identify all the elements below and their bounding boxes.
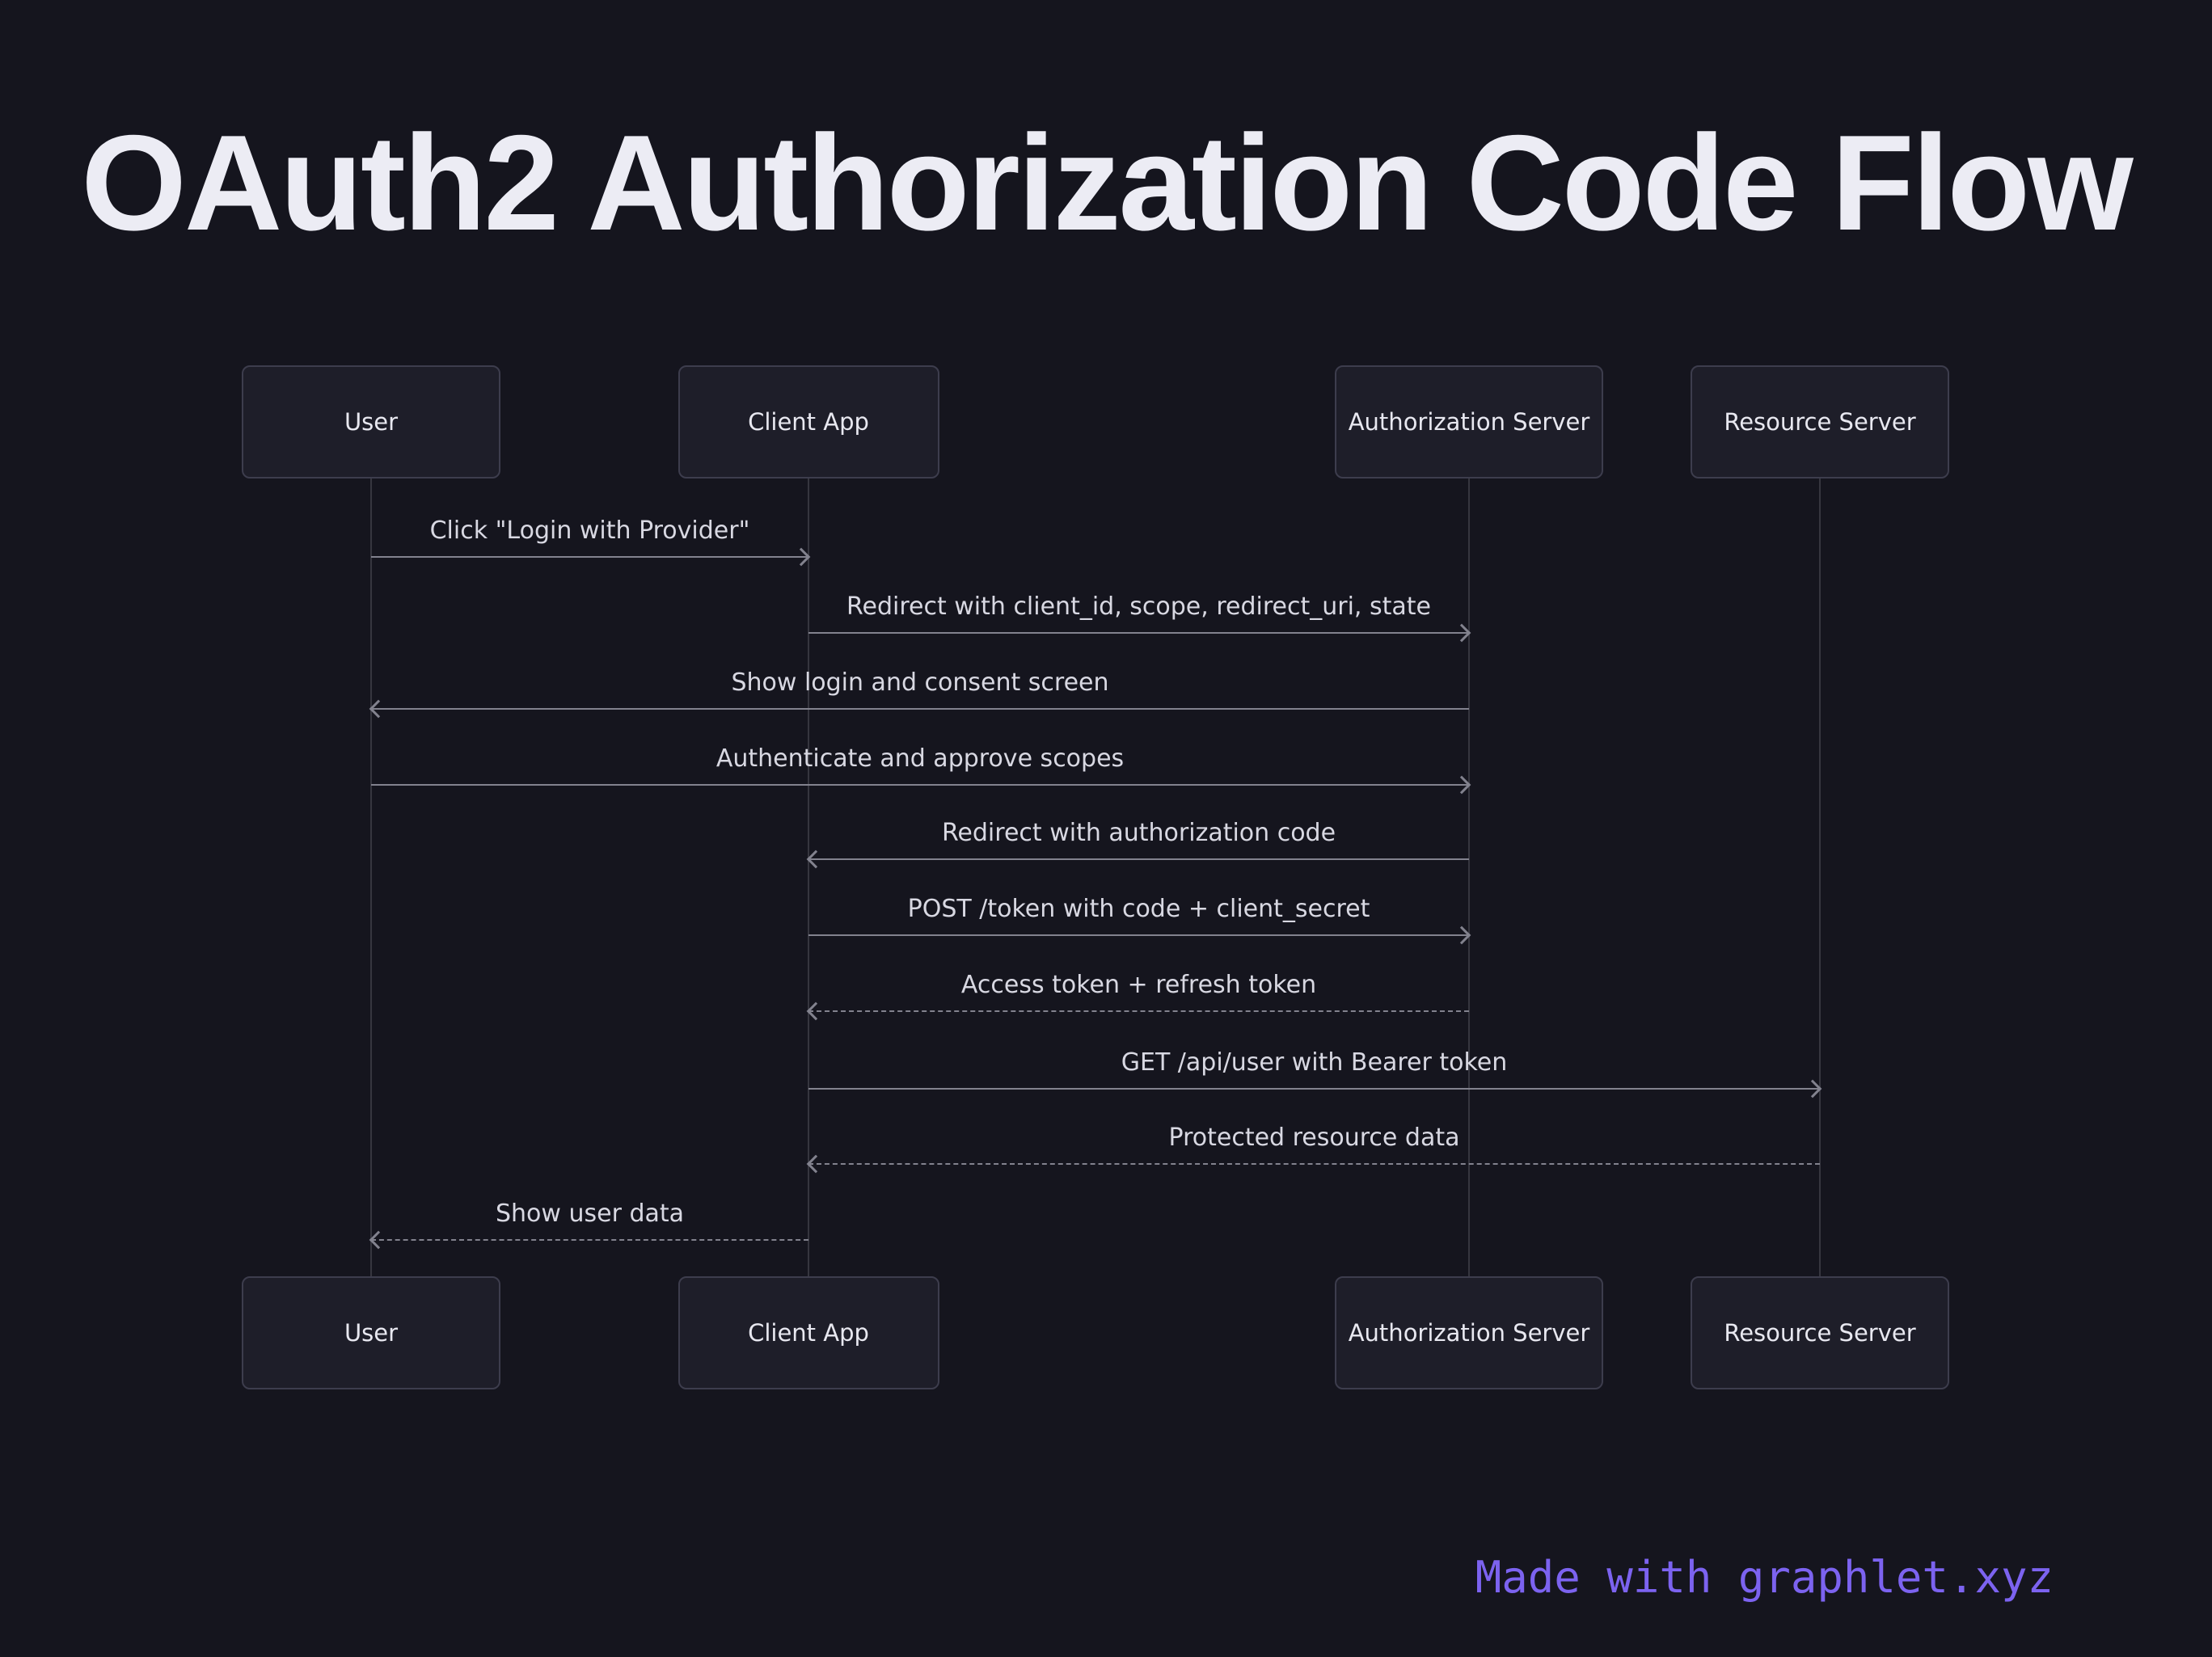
diagram-title: OAuth2 Authorization Code Flow	[81, 107, 2134, 259]
actor-label-user: User	[344, 1319, 399, 1347]
arrow-head-4	[806, 850, 825, 869]
actor-label-resource: Resource Server	[1724, 1319, 1916, 1347]
actor-label-resource: Resource Server	[1724, 408, 1916, 436]
arrow-head-8	[806, 1154, 825, 1174]
actor-box-resource-bottom: Resource Server	[1691, 1276, 1949, 1389]
actor-label-user: User	[344, 408, 399, 436]
actor-box-client-top: Client App	[678, 365, 939, 479]
actor-label-auth: Authorization Server	[1348, 408, 1590, 436]
credit-link[interactable]: Made with graphlet.xyz	[1475, 1552, 2054, 1603]
message-label-4: Redirect with authorization code	[941, 819, 1336, 847]
message-line-6	[808, 1010, 1469, 1012]
message-label-2: Show login and consent screen	[731, 668, 1109, 697]
message-line-3	[371, 784, 1469, 786]
lifeline-user	[370, 479, 372, 1276]
message-label-9: Show user data	[495, 1200, 685, 1228]
actor-box-auth-top: Authorization Server	[1335, 365, 1603, 479]
actor-label-client: Client App	[748, 1319, 869, 1347]
message-label-8: Protected resource data	[1168, 1124, 1460, 1152]
message-label-6: Access token + refresh token	[960, 971, 1317, 999]
actor-box-user-top: User	[242, 365, 500, 479]
lifeline-auth	[1468, 479, 1470, 1276]
arrow-head-2	[369, 699, 388, 719]
message-line-5	[808, 934, 1469, 936]
message-label-5: POST /token with code + client_secret	[907, 895, 1370, 923]
message-line-2	[371, 708, 1469, 710]
message-line-9	[371, 1239, 808, 1241]
arrow-head-6	[806, 1001, 825, 1021]
message-line-7	[808, 1088, 1820, 1090]
lifeline-client	[808, 479, 809, 1276]
actor-box-user-bottom: User	[242, 1276, 500, 1389]
message-label-0: Click "Login with Provider"	[429, 516, 750, 545]
message-label-7: GET /api/user with Bearer token	[1121, 1048, 1508, 1077]
actor-box-auth-bottom: Authorization Server	[1335, 1276, 1603, 1389]
message-line-0	[371, 556, 808, 558]
actor-label-auth: Authorization Server	[1348, 1319, 1590, 1347]
message-label-1: Redirect with client_id, scope, redirect…	[846, 592, 1431, 621]
lifeline-resource	[1819, 479, 1821, 1276]
actor-label-client: Client App	[748, 408, 869, 436]
message-line-4	[808, 858, 1469, 860]
actor-box-client-bottom: Client App	[678, 1276, 939, 1389]
message-label-3: Authenticate and approve scopes	[716, 744, 1125, 773]
actor-box-resource-top: Resource Server	[1691, 365, 1949, 479]
message-line-8	[808, 1163, 1820, 1165]
arrow-head-9	[369, 1230, 388, 1250]
message-line-1	[808, 632, 1469, 634]
